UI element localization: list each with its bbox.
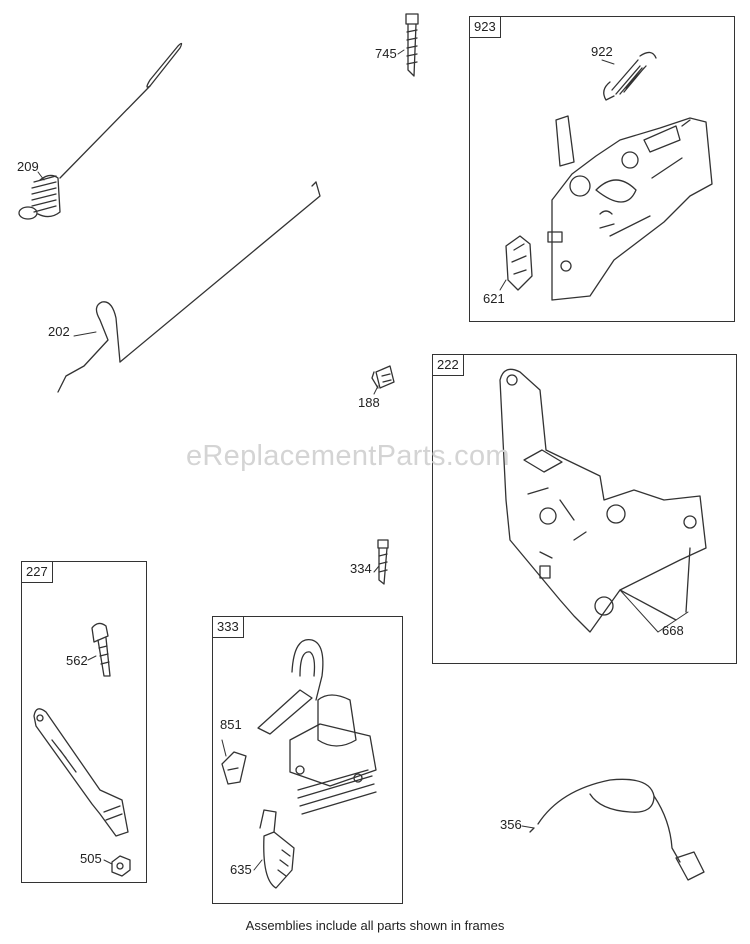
assembly-frame-333 — [212, 616, 403, 904]
part-label-202: 202 — [48, 324, 70, 339]
part-334-bolt — [377, 539, 389, 585]
part-227-lever — [33, 708, 129, 837]
part-188-screw — [371, 365, 395, 389]
part-label-668: 668 — [662, 623, 684, 638]
part-745-bolt — [405, 13, 419, 77]
leader-lines — [37, 49, 689, 871]
part-851-clip — [221, 751, 247, 785]
frame-label-333: 333 — [212, 616, 244, 638]
part-621-clip — [505, 235, 533, 291]
assembly-frame-227 — [21, 561, 147, 883]
part-label-562: 562 — [66, 653, 88, 668]
part-222-bracket — [499, 368, 707, 633]
frame-label-227: 227 — [21, 561, 53, 583]
frame-label-222: 222 — [432, 354, 464, 376]
part-label-505: 505 — [80, 851, 102, 866]
footer-note: Assemblies include all parts shown in fr… — [245, 918, 505, 933]
part-333-armature — [257, 638, 377, 815]
part-505-nut — [111, 855, 131, 877]
part-label-922: 922 — [591, 44, 613, 59]
part-635-boot — [259, 809, 295, 889]
part-label-851: 851 — [220, 717, 242, 732]
watermark: eReplacementParts.com — [186, 440, 510, 472]
part-label-356: 356 — [500, 817, 522, 832]
assembly-frame-923 — [469, 16, 735, 322]
part-label-188: 188 — [358, 395, 380, 410]
part-label-334: 334 — [350, 561, 372, 576]
part-label-209: 209 — [17, 159, 39, 174]
part-label-635: 635 — [230, 862, 252, 877]
part-label-745: 745 — [375, 46, 397, 61]
part-label-621: 621 — [483, 291, 505, 306]
part-923-control-bracket — [547, 115, 713, 301]
frame-label-923: 923 — [469, 16, 501, 38]
part-209-spring — [18, 42, 183, 220]
part-356-wire — [529, 778, 705, 881]
part-202-rod — [57, 181, 321, 393]
part-922-spring — [603, 51, 657, 101]
part-562-screw — [91, 622, 111, 677]
assembly-frame-222 — [432, 354, 737, 664]
